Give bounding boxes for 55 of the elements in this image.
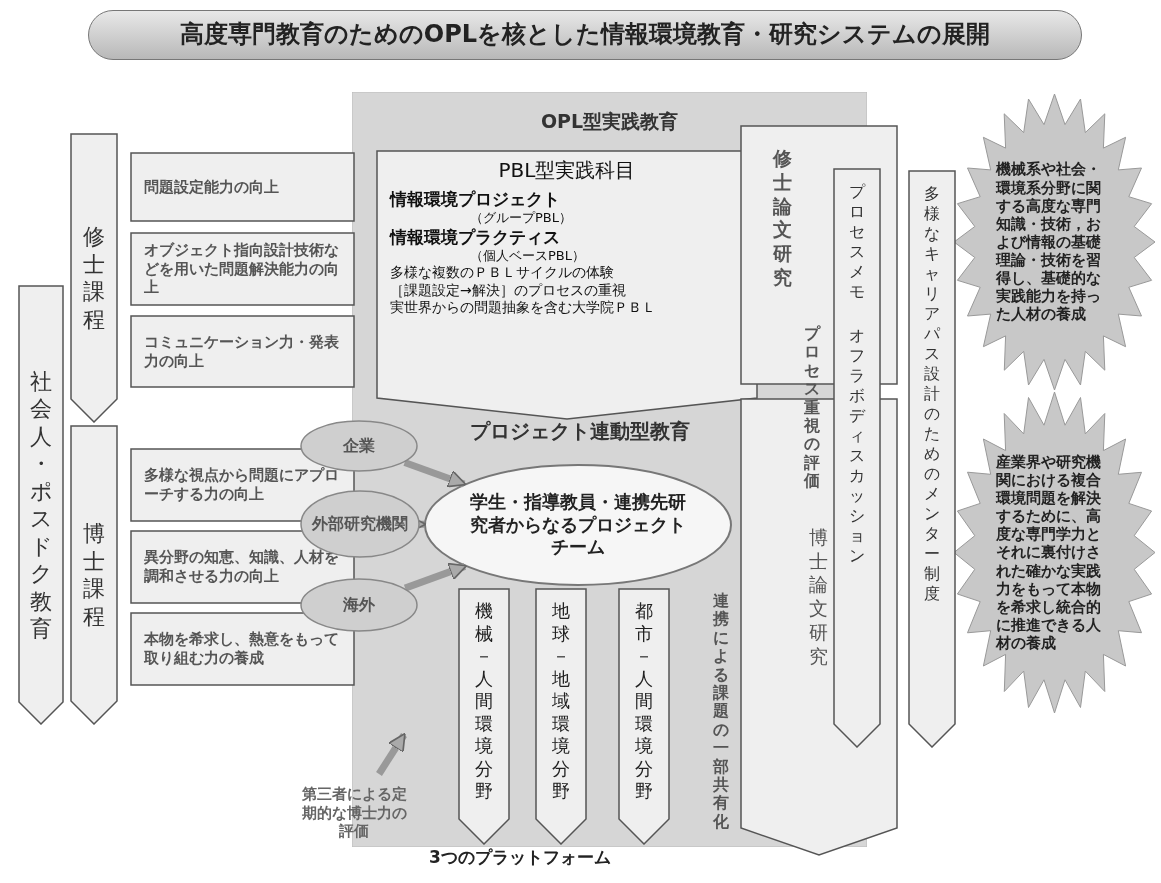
heading: OPL型実践教育 (539, 110, 680, 134)
pointed-banner (70, 425, 118, 725)
label-text: 博士論文研究 (808, 525, 830, 669)
text-box (130, 152, 355, 222)
label-text: 連携による課題の一部共有化 (712, 592, 730, 832)
pointed-banner (618, 588, 670, 845)
pointed-banner (833, 168, 881, 748)
text-box (130, 612, 355, 686)
label-text: 地球－地域環境分野 (551, 600, 571, 803)
label-text: オブジェクト指向設計技術などを用いた問題解決能力の向上 (144, 240, 340, 298)
pointed-banner (18, 285, 64, 725)
pointed-banner (458, 588, 510, 845)
label-text: プロジェクト連動型教育 (469, 418, 691, 445)
label-text: 海外 (343, 595, 375, 615)
text-box (130, 315, 355, 388)
pointed-banner (535, 588, 587, 845)
label-text: 多様な視点から問題にアプローチする力の向上 (144, 466, 340, 504)
label-text: （グループPBL） (470, 210, 572, 227)
label-text: 本物を希求し、熱意をもって取り組む力の養成 (144, 630, 340, 668)
label-text: 学生・指導教員・連携先研究者からなるプロジェクトチーム (469, 491, 687, 559)
arrow (376, 732, 407, 776)
label-text: プロセスメモ (848, 182, 866, 302)
label-text: 修士論文研究 (772, 147, 793, 290)
pointed-banner (70, 133, 118, 423)
label-text: 問題設定能力の向上 (144, 177, 279, 197)
label-text: コミュニケーション力・発表力の向上 (144, 332, 340, 371)
title-banner: 高度専門教育のためのOPLを核とした情報環境教育・研究システムの展開 (88, 10, 1082, 60)
heading: PBL型実践科目 (498, 158, 636, 183)
label-text: プロセス重視の評価 (803, 325, 821, 491)
label-text: 機械系や社会・環境系分野に関する高度な専門知識・技術，および情報の基礎理論・技術を習得し、基礎的な実践能力を持った人材の養成 (996, 160, 1102, 324)
pointed-banner (908, 170, 956, 748)
label-text: オフラボディスカッション (848, 326, 866, 566)
text-box (130, 232, 355, 306)
label-text: 社会人・ポスドク教育 (28, 367, 54, 643)
pentagon-box (376, 150, 758, 420)
label-text: 情報環境プロジェクト (390, 189, 560, 211)
label-text: 博士課程 (82, 520, 106, 630)
oval (300, 578, 418, 632)
arrow (403, 459, 467, 488)
oval (424, 464, 732, 586)
label-text: （個人ベースPBL） (470, 247, 585, 264)
label-text: 情報環境プラクティス (390, 226, 560, 248)
label-text: 多様な複数のＰＢＬサイクルの体験 (390, 264, 614, 282)
label-text: ［課題設定→解決］のプロセスの重視 (390, 281, 626, 299)
label-text: 都市－人間環境分野 (634, 600, 654, 803)
label-text: 外部研究機関 (312, 514, 408, 534)
label-text: 企業 (343, 436, 375, 456)
arrow (403, 562, 468, 592)
label-text: 産業界や研究機関における複合環境問題を解決するために、高度な専門学力とそれに裏付けされた確かな実践力をもって本物を希求し統合的に推進できる人材の養成 (996, 452, 1102, 653)
label-text: 3つのプラットフォーム (428, 846, 612, 869)
label-text: 実世界からの問題抽象を含む大学院ＰＢＬ (390, 299, 656, 317)
label-text: 多様なキャリアパス設計のためのメンター制度 (923, 184, 941, 604)
label-text: 修士課程 (82, 223, 106, 333)
caption-text: 第三者による定期的な博士力の評価 (300, 784, 408, 842)
label-text: 機械－人間環境分野 (474, 600, 494, 803)
